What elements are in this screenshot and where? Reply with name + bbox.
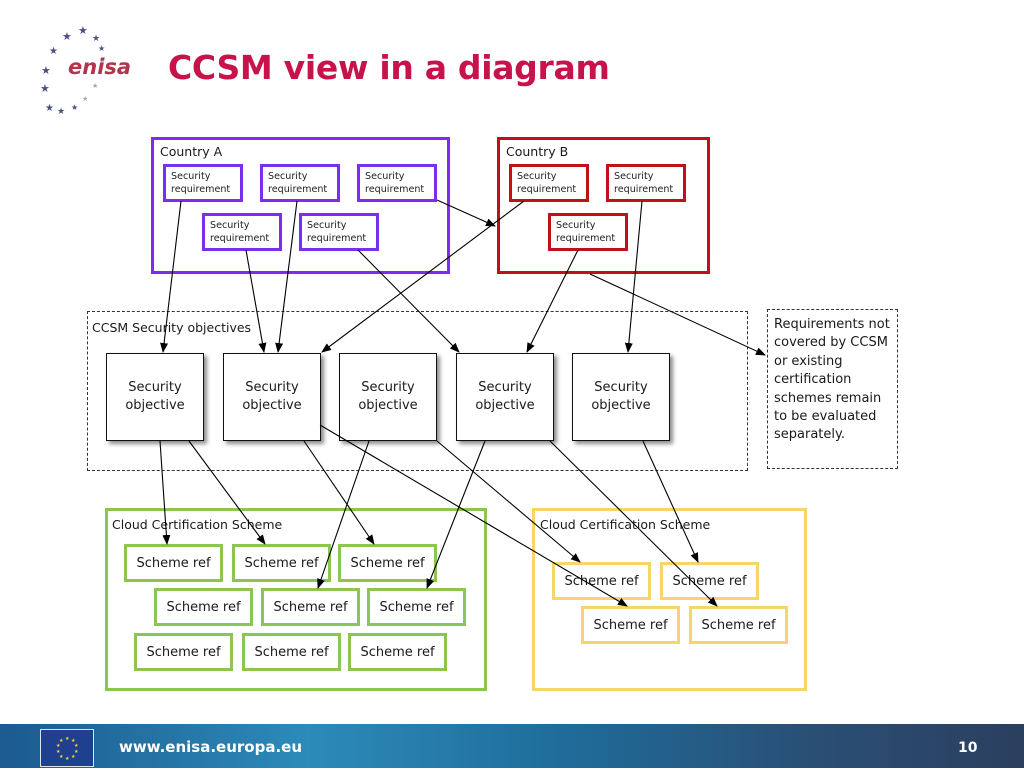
svg-text:★: ★ [98, 44, 105, 53]
scheme-ref: Scheme ref [660, 562, 759, 600]
logo-text: enisa [68, 55, 132, 79]
svg-text:★: ★ [57, 107, 65, 116]
country-a-requirement: Security requirement [357, 164, 437, 202]
country-a-label: Country A [160, 144, 223, 159]
country-b-requirement: Security requirement [606, 164, 686, 202]
security-objective: Security objective [339, 353, 437, 441]
country-b-requirement: Security requirement [548, 213, 628, 251]
scheme-ref: Scheme ref [124, 544, 223, 582]
scheme-ref: Scheme ref [232, 544, 331, 582]
country-b-label: Country B [506, 144, 569, 159]
scheme-ref: Scheme ref [581, 606, 680, 644]
cloud-scheme-yellow-label: Cloud Certification Scheme [540, 517, 711, 532]
scheme-ref: Scheme ref [348, 633, 447, 671]
country-a-requirement: Security requirement [299, 213, 379, 251]
svg-text:★: ★ [49, 46, 58, 57]
country-a-container: Country A [151, 137, 450, 274]
scheme-ref: Scheme ref [689, 606, 788, 644]
uncovered-requirements-note: Requirements not covered by CCSM or exis… [767, 309, 898, 469]
svg-text:★: ★ [65, 756, 70, 762]
svg-text:★: ★ [62, 30, 72, 43]
svg-text:★: ★ [65, 736, 70, 742]
svg-text:★: ★ [71, 754, 76, 760]
svg-text:★: ★ [40, 82, 50, 95]
svg-text:★: ★ [99, 57, 105, 65]
security-objective-label: Security objective [125, 380, 185, 413]
cloud-scheme-green-label: Cloud Certification Scheme [112, 517, 283, 532]
country-b-container: Country B [497, 137, 710, 274]
security-objective-label: Security objective [475, 380, 535, 413]
scheme-ref: Scheme ref [338, 544, 437, 582]
security-objective: Security objective [223, 353, 321, 441]
footer-bar: ★★★ ★★★ ★★★ ★ www.enisa.europa.eu 10 [0, 724, 1024, 768]
ccsm-objectives-label: CCSM Security objectives [92, 320, 252, 335]
svg-text:★: ★ [74, 743, 79, 749]
svg-text:★: ★ [56, 743, 61, 749]
country-a-requirement: Security requirement [260, 164, 340, 202]
svg-text:★: ★ [92, 34, 100, 44]
scheme-ref: Scheme ref [367, 588, 466, 626]
svg-text:★: ★ [41, 64, 51, 77]
scheme-ref: Scheme ref [154, 588, 253, 626]
enisa-logo: ★ ★ ★ ★ ★ ★ ★ ★ ★ ★ ★ ★ ★ enisa [38, 24, 138, 117]
svg-text:★: ★ [92, 82, 98, 90]
security-objective: Security objective [106, 353, 204, 441]
scheme-ref: Scheme ref [242, 633, 341, 671]
svg-text:★: ★ [59, 738, 64, 744]
scheme-ref: Scheme ref [261, 588, 360, 626]
page-title: CCSM view in a diagram [168, 48, 610, 87]
security-objective-label: Security objective [591, 380, 651, 413]
page-number: 10 [958, 740, 978, 756]
scheme-ref: Scheme ref [552, 562, 651, 600]
country-b-requirement: Security requirement [509, 164, 589, 202]
eu-flag-icon: ★★★ ★★★ ★★★ ★ [40, 729, 94, 767]
svg-text:★: ★ [82, 95, 88, 103]
svg-text:★: ★ [71, 738, 76, 744]
footer-url-link[interactable]: www.enisa.europa.eu [119, 738, 303, 756]
svg-text:★: ★ [78, 26, 88, 37]
country-a-requirement: Security requirement [163, 164, 243, 202]
svg-text:★: ★ [74, 749, 79, 755]
country-a-requirement: Security requirement [202, 213, 282, 251]
security-objective: Security objective [572, 353, 670, 441]
security-objective-label: Security objective [358, 380, 418, 413]
security-objective-label: Security objective [242, 380, 302, 413]
scheme-ref: Scheme ref [134, 633, 233, 671]
svg-text:★: ★ [45, 103, 54, 114]
security-objective: Security objective [456, 353, 554, 441]
svg-text:★: ★ [59, 754, 64, 760]
svg-text:★: ★ [56, 749, 61, 755]
star-ring-icon: ★ ★ ★ ★ ★ ★ ★ ★ ★ ★ ★ ★ ★ [40, 24, 105, 117]
svg-text:★: ★ [71, 103, 78, 112]
